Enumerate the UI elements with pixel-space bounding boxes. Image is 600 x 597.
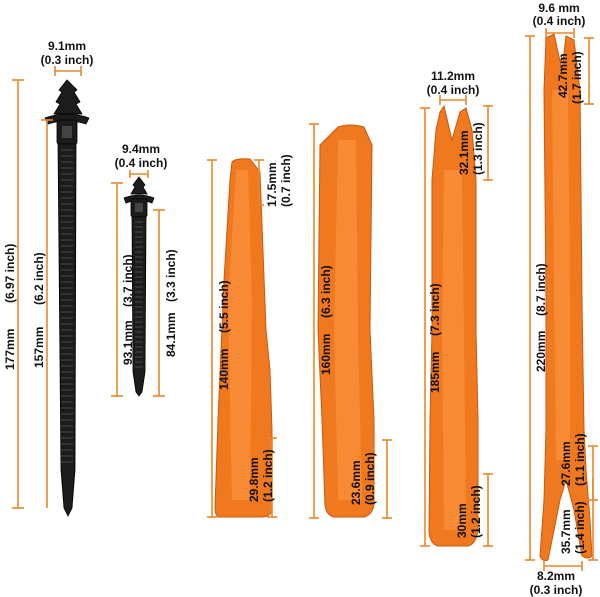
pry-tool-3-tip-width-label: 11.2mm (0.4 inch): [427, 69, 480, 97]
long-tie-strap-length-inch: (6.2 inch): [32, 252, 46, 305]
long-tie-head-width-label: 9.1mm (0.3 inch): [41, 39, 94, 67]
pry-tool-1: [214, 158, 273, 518]
pry-tool-2: [317, 124, 375, 518]
pry-tool-2-bottom-width-inch: (0.9 inch): [363, 452, 377, 505]
pry-tool-1-tip-length-inch: (0.7 inch): [279, 154, 293, 207]
pry-tool-3-tip-width: 11.2mm: [431, 69, 475, 83]
long-cable-tie: [44, 79, 90, 517]
pry-tool-4-tip-width-inch: (0.4 inch): [533, 14, 586, 28]
pry-tool-3-tip-width-inch: (0.4 inch): [427, 83, 480, 97]
pry-tool-1-length: 140mm: [217, 349, 231, 390]
pry-tool-4-dimension-lines: [525, 28, 598, 571]
long-tie-head-slot: [62, 126, 72, 138]
pry-tool-4-body: [539, 33, 593, 561]
pry-tool-2-length-inch: (6.3 inch): [319, 265, 333, 318]
pry-tool-1-dimension-lines: [207, 159, 277, 518]
pry-tool-4-length: 220mm: [534, 331, 548, 372]
pry-tool-4-highlight: [552, 90, 570, 460]
short-tie-strap-length: 84.1mm: [164, 312, 178, 357]
long-tie-arrow-head: [53, 79, 83, 115]
pry-tool-4-bottom-width-inch: (0.3 inch): [530, 583, 583, 597]
short-tie-head-slot: [135, 203, 143, 212]
pry-tool-2-length: 160mm: [319, 334, 333, 375]
pry-tool-3-dimension-lines: [420, 95, 493, 547]
long-tie-head-width-inch: (0.3 inch): [41, 53, 94, 67]
short-tie-arrow-head: [130, 176, 148, 195]
long-tie-teeth: [61, 149, 73, 463]
long-tie-dimension-lines: [12, 66, 82, 509]
short-tie-dimension-lines: [111, 170, 165, 397]
pry-tool-4-tip-width: 9.6 mm: [538, 1, 579, 15]
pry-tool-4-fork-upper-inch: (1.1 inch): [573, 433, 587, 486]
pry-tool-4-notch-length-inch: (1.7 inch): [570, 51, 584, 104]
pry-tool-1-length-inch: (5.5 inch): [217, 280, 231, 333]
pry-tool-1-body: [214, 158, 273, 518]
pry-tool-4-fork-lower-inch: (1.4 inch): [573, 501, 587, 554]
short-tie-head-width: 9.4mm: [122, 142, 160, 156]
pry-tool-3-length-inch: (7.3 inch): [428, 283, 442, 336]
short-tie-head-width-label: 9.4mm (0.4 inch): [115, 142, 168, 170]
pry-tool-4-fork-lower: 35.7mm: [559, 509, 573, 554]
pry-tool-4-tip-width-label: 9.6 mm (0.4 inch): [533, 1, 586, 28]
pry-tool-3-notch-length-inch: (1.3 inch): [471, 122, 485, 175]
pry-tool-3-notch-length: 32.1mm: [457, 130, 471, 175]
pry-tool-1-bottom-width: 29.8mm: [247, 457, 261, 502]
short-tie-total-length: 93.1mm: [121, 320, 135, 365]
pry-tool-4: [539, 33, 593, 561]
long-tie-total-length: 177mm: [3, 329, 17, 370]
short-tie-total-length-inch: (3.7 inch): [121, 254, 135, 307]
pry-tool-3-bottom-width: 30mm: [455, 503, 469, 538]
long-tie-washer: [44, 113, 90, 125]
pry-tool-2-body: [317, 124, 375, 518]
pry-tool-3-length: 185mm: [428, 352, 442, 393]
pry-tool-4-fork-upper: 27.6mm: [559, 441, 573, 486]
pry-tool-4-bottom-width: 8.2mm: [537, 569, 575, 583]
pry-tool-3-highlight: [442, 170, 466, 530]
pry-tool-4-bottom-width-label: 8.2mm (0.3 inch): [530, 569, 583, 597]
long-tie-strap-length: 157mm: [32, 327, 46, 368]
short-tie-head-width-inch: (0.4 inch): [115, 156, 168, 170]
pry-tool-1-highlight: [228, 170, 252, 500]
pry-tool-2-bottom-width: 23.6mm: [349, 460, 363, 505]
pry-tool-3: [428, 104, 479, 547]
pry-tool-4-notch-length: 42.7mm: [556, 53, 570, 98]
pry-tool-4-length-inch: (8.7 inch): [534, 263, 548, 316]
short-cable-tie: [123, 176, 155, 397]
short-tie-strap-length-inch: (3.3 inch): [164, 249, 178, 302]
pry-tool-3-bottom-width-inch: (1.2 inch): [469, 485, 483, 538]
long-tie-head-width: 9.1mm: [48, 39, 86, 53]
pry-tool-1-bottom-width-inch: (1.2 inch): [261, 449, 275, 502]
pry-tool-1-tip-length: 17.5mm: [265, 162, 279, 207]
pry-tool-2-highlight: [334, 140, 362, 500]
pry-tool-2-dimension-lines: [309, 123, 392, 519]
pry-tool-3-body: [428, 104, 479, 547]
long-tie-total-length-inch: (6.97 inch): [3, 244, 17, 303]
short-tie-teeth: [135, 221, 143, 368]
